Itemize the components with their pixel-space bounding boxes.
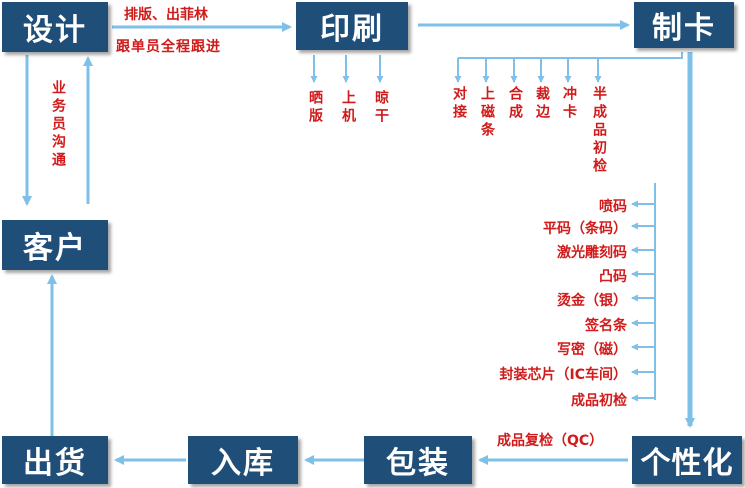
- pers-step-7: 写密（磁）: [557, 342, 627, 358]
- print-step-1: 晒版: [307, 90, 323, 126]
- pers-step-6: 签名条: [585, 318, 627, 334]
- card-step-5: 冲卡: [561, 86, 577, 122]
- pers-step-3: 激光雕刻码: [557, 245, 627, 261]
- card-steps-bracket: [458, 52, 683, 59]
- node-warehouse: 入库: [188, 436, 298, 484]
- node-make-card: 制卡: [634, 2, 734, 48]
- pers-step-5: 烫金（银）: [557, 293, 627, 309]
- pers-step-4: 凸码: [599, 269, 627, 285]
- print-step-2: 上机: [340, 90, 356, 126]
- node-design: 设计: [2, 2, 108, 52]
- card-step-4: 裁边: [534, 86, 550, 122]
- card-step-3: 合成: [507, 86, 523, 122]
- node-shipping: 出货: [2, 436, 108, 484]
- card-step-6: 半成品初检: [591, 86, 607, 176]
- pers-step-2: 平码（条码）: [543, 221, 627, 237]
- print-step-3: 晾干: [373, 90, 389, 126]
- label-design-customer: 业务员沟通: [50, 80, 66, 170]
- pers-step-1: 喷码: [599, 199, 627, 215]
- card-step-2: 上磁条: [479, 86, 495, 140]
- node-customer: 客户: [2, 220, 108, 270]
- label-design-to-print-top: 排版、出菲林: [124, 7, 208, 23]
- node-package: 包装: [364, 436, 472, 484]
- label-design-to-print-bottom: 跟单员全程跟进: [116, 39, 221, 55]
- node-print: 印刷: [296, 2, 408, 50]
- label-personalize-to-package: 成品复检（QC）: [497, 433, 604, 449]
- card-step-1: 对接: [451, 86, 467, 122]
- pers-step-9: 成品初检: [571, 393, 627, 409]
- node-personalize: 个性化: [632, 436, 742, 484]
- pers-step-8: 封装芯片（IC车间）: [499, 367, 627, 383]
